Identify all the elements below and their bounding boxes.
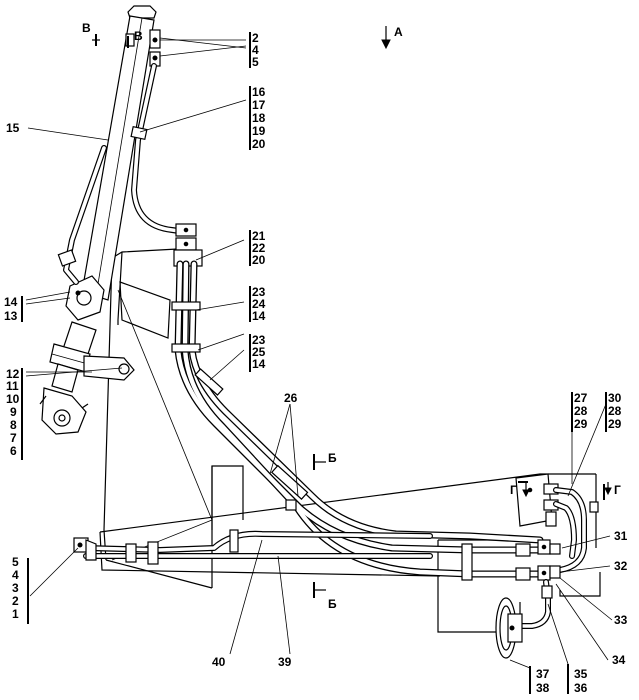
label-14-b: 14 xyxy=(252,357,266,371)
label-20: 20 xyxy=(252,137,266,151)
view-mark-b-bottom: Б xyxy=(328,597,337,611)
label-39: 39 xyxy=(278,655,292,669)
label-3: 3 xyxy=(12,581,19,595)
label-6: 6 xyxy=(10,444,17,458)
part-labels: 2 4 5 16 17 18 19 20 15 21 22 20 23 24 1… xyxy=(4,31,628,695)
view-mark-v-right: В xyxy=(134,29,143,43)
label-14-c: 14 xyxy=(4,295,18,309)
label-26: 26 xyxy=(284,391,298,405)
label-33: 33 xyxy=(614,613,628,627)
label-21: 21 xyxy=(252,229,266,243)
hose-bundle xyxy=(171,260,544,581)
label-7: 7 xyxy=(10,431,17,445)
section-markers: В В А Б Б Г Г xyxy=(82,21,621,611)
label-25: 25 xyxy=(252,345,266,359)
label-1: 1 xyxy=(12,607,19,621)
label-17: 17 xyxy=(252,98,266,112)
label-2-b: 2 xyxy=(12,594,19,608)
label-15: 15 xyxy=(6,121,20,135)
label-10: 10 xyxy=(6,392,20,406)
view-mark-a: А xyxy=(394,25,403,39)
lower-pipes xyxy=(73,529,433,565)
label-37: 37 xyxy=(536,667,550,681)
label-23-b: 23 xyxy=(252,333,266,347)
label-18: 18 xyxy=(252,111,266,125)
label-22: 22 xyxy=(252,241,266,255)
label-8: 8 xyxy=(10,418,17,432)
label-27: 27 xyxy=(574,391,588,405)
label-23: 23 xyxy=(252,285,266,299)
label-28-b: 28 xyxy=(608,404,622,418)
label-9: 9 xyxy=(10,405,17,419)
label-28: 28 xyxy=(574,404,588,418)
label-4: 4 xyxy=(252,43,259,57)
valve-assembly xyxy=(515,473,599,581)
label-11: 11 xyxy=(6,379,19,393)
hydraulic-cylinder xyxy=(39,5,161,435)
label-32: 32 xyxy=(614,559,628,573)
label-5: 5 xyxy=(252,55,259,69)
label-29: 29 xyxy=(574,417,588,431)
view-mark-v-left: В xyxy=(82,21,91,35)
label-40: 40 xyxy=(212,655,226,669)
label-31: 31 xyxy=(614,529,628,543)
view-mark-b-top: Б xyxy=(328,451,337,465)
view-mark-g-right: Г xyxy=(614,483,621,497)
label-5-b: 5 xyxy=(12,555,19,569)
label-29-b: 29 xyxy=(608,417,622,431)
view-mark-g-left: Г xyxy=(510,483,517,497)
pump-unit xyxy=(495,579,553,659)
label-34: 34 xyxy=(612,653,626,667)
label-38: 38 xyxy=(536,681,550,695)
label-35: 35 xyxy=(574,667,588,681)
label-36: 36 xyxy=(574,681,588,695)
label-16: 16 xyxy=(252,85,266,99)
label-19: 19 xyxy=(252,124,266,138)
label-30: 30 xyxy=(608,391,622,405)
leader-lines xyxy=(21,32,613,694)
label-14: 14 xyxy=(252,309,266,323)
label-2: 2 xyxy=(252,31,259,45)
label-4-b: 4 xyxy=(12,568,19,582)
cylinder-hoses xyxy=(57,63,203,285)
label-13: 13 xyxy=(4,309,18,323)
label-24: 24 xyxy=(252,297,266,311)
label-20-b: 20 xyxy=(252,253,266,267)
label-12: 12 xyxy=(6,367,20,381)
